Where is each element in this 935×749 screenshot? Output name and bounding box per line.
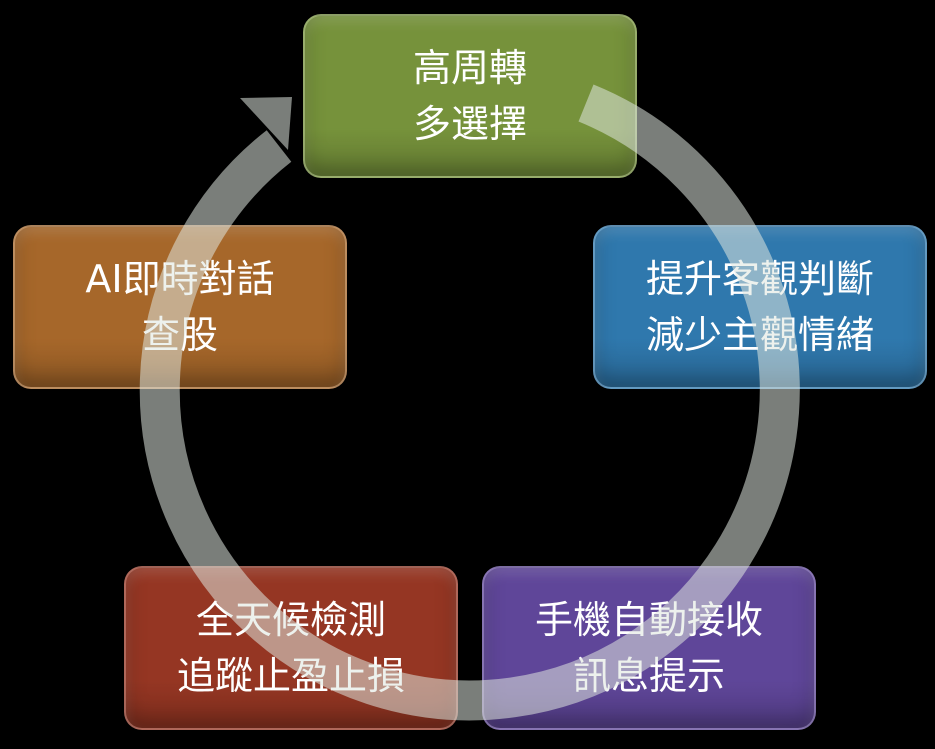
cycle-arc [139,84,800,721]
step-high-turnover: 高周轉 多選擇 [303,14,637,178]
step-line-2: 多選擇 [412,102,527,146]
step-line-1: 高周轉 [412,46,527,90]
arrowhead-icon [240,97,292,150]
